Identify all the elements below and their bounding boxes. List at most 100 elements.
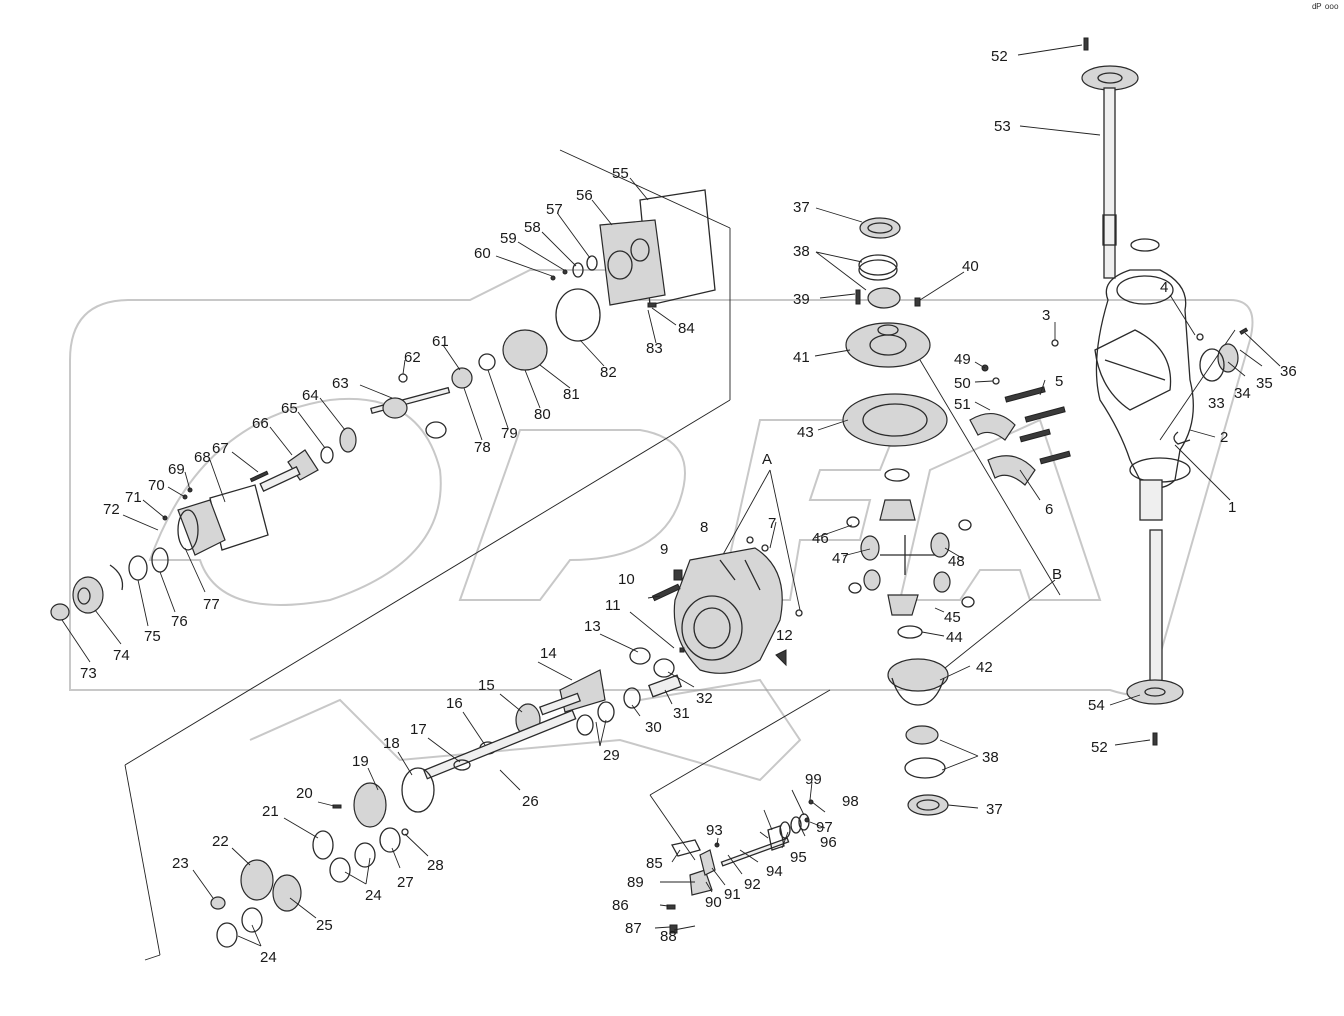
- callout-label: 81: [563, 386, 580, 403]
- callout-label: 90: [705, 894, 722, 911]
- callout-label: 32: [696, 690, 713, 707]
- callout-label: 6: [1045, 501, 1053, 518]
- callout-label: 63: [332, 375, 349, 392]
- callout-label: 82: [600, 364, 617, 381]
- callout-label: 16: [446, 695, 463, 712]
- reference-lines: [124, 149, 1236, 961]
- callout-label: 1: [1228, 499, 1236, 516]
- callout-label: 20: [296, 785, 313, 802]
- shift-mechanism: [666, 799, 814, 934]
- callout-label: 18: [383, 735, 400, 752]
- callout-label: 45: [944, 609, 961, 626]
- callout-label: 49: [954, 351, 971, 368]
- axle-housing-assembly: [1051, 37, 1249, 746]
- callout-labels: 1 2 3 4 5 6 7 8 9 10 11 12 13 14 15 16 1…: [80, 48, 1297, 966]
- callout-label: 48: [948, 553, 965, 570]
- callout-label: 52: [1091, 739, 1108, 756]
- corner-mark: ᵈᴾ ᵒᵒᵒ: [1312, 1, 1339, 15]
- callout-label: 27: [397, 874, 414, 891]
- callout-label: 17: [410, 721, 427, 738]
- callout-label: 34: [1234, 385, 1251, 402]
- axle-housing: [1095, 269, 1194, 489]
- callout-label: 14: [540, 645, 557, 662]
- callout-label: 22: [212, 833, 229, 850]
- callout-label: 72: [103, 501, 120, 518]
- callout-label: 8: [700, 519, 708, 536]
- callout-label: 70: [148, 477, 165, 494]
- callout-label: 83: [646, 340, 663, 357]
- callout-label: 98: [842, 793, 859, 810]
- callout-label: 4: [1160, 279, 1168, 296]
- callout-label: 56: [576, 187, 593, 204]
- callout-label: 21: [262, 803, 279, 820]
- callout-label: 95: [790, 849, 807, 866]
- callout-label: 11: [605, 597, 621, 614]
- callout-label: 61: [432, 333, 449, 350]
- callout-label: 80: [534, 406, 551, 423]
- callout-label: 36: [1280, 363, 1297, 380]
- callout-label: 40: [962, 258, 979, 275]
- section-marker-a: A: [762, 451, 772, 468]
- callout-label: 43: [797, 424, 814, 441]
- callout-label: 92: [744, 876, 761, 893]
- callout-label: 55: [612, 165, 629, 182]
- callout-label: 23: [172, 855, 189, 872]
- cover-56: [599, 219, 666, 306]
- callout-label: 15: [478, 677, 495, 694]
- callout-label: 13: [584, 618, 601, 635]
- callout-label: 39: [793, 291, 810, 308]
- upper-half-shaft: [1103, 87, 1116, 279]
- callout-label: 3: [1042, 307, 1050, 324]
- callout-label: 26: [522, 793, 539, 810]
- callout-label: 77: [203, 596, 220, 613]
- callout-label: 65: [281, 400, 298, 417]
- callout-label: 67: [212, 440, 229, 457]
- callout-label: 9: [660, 541, 668, 558]
- callout-label: 73: [80, 665, 97, 682]
- callout-label: 94: [766, 863, 783, 880]
- callout-label: 86: [612, 897, 629, 914]
- callout-label: 60: [474, 245, 491, 262]
- differential-case: [887, 658, 949, 692]
- leader-lines: [61, 44, 1281, 947]
- callout-label: 96: [820, 834, 837, 851]
- callout-label: 91: [724, 886, 741, 903]
- callout-label: 59: [500, 230, 517, 247]
- callout-label: 69: [168, 461, 185, 478]
- callout-label: 75: [144, 628, 161, 645]
- callout-label: 66: [252, 415, 269, 432]
- callout-label: 54: [1088, 697, 1105, 714]
- callout-label: 24: [365, 887, 382, 904]
- callout-label: 47: [832, 550, 849, 567]
- callout-label: 51: [954, 396, 971, 413]
- callout-label: 84: [678, 320, 695, 337]
- differential-assembly: [842, 217, 1071, 816]
- callout-label: 52: [991, 48, 1008, 65]
- callout-label: 37: [793, 199, 810, 216]
- section-markers: A B: [762, 451, 1062, 583]
- bearing-housing: [177, 499, 226, 556]
- callout-label: 10: [618, 571, 635, 588]
- callout-label: 64: [302, 387, 319, 404]
- section-marker-b: B: [1052, 566, 1062, 583]
- callout-label: 99: [805, 771, 822, 788]
- callout-label: 25: [316, 917, 333, 934]
- callout-label: 24: [260, 949, 277, 966]
- callout-label: 85: [646, 855, 663, 872]
- callout-label: 88: [660, 928, 677, 945]
- callout-label: 41: [793, 349, 810, 366]
- callout-label: 78: [474, 439, 491, 456]
- input-shaft: [423, 709, 577, 780]
- callout-label: 57: [546, 201, 563, 218]
- callout-label: 28: [427, 857, 444, 874]
- callout-label: 7: [768, 515, 776, 532]
- callout-label: 33: [1208, 395, 1225, 412]
- differential-case-half: [845, 322, 931, 368]
- lower-shaft-flange: [1126, 679, 1184, 705]
- callout-label: 44: [946, 629, 963, 646]
- callout-label: 93: [706, 822, 723, 839]
- callout-label: 53: [994, 118, 1011, 135]
- callout-label: 31: [673, 705, 690, 722]
- callout-label: 50: [954, 375, 971, 392]
